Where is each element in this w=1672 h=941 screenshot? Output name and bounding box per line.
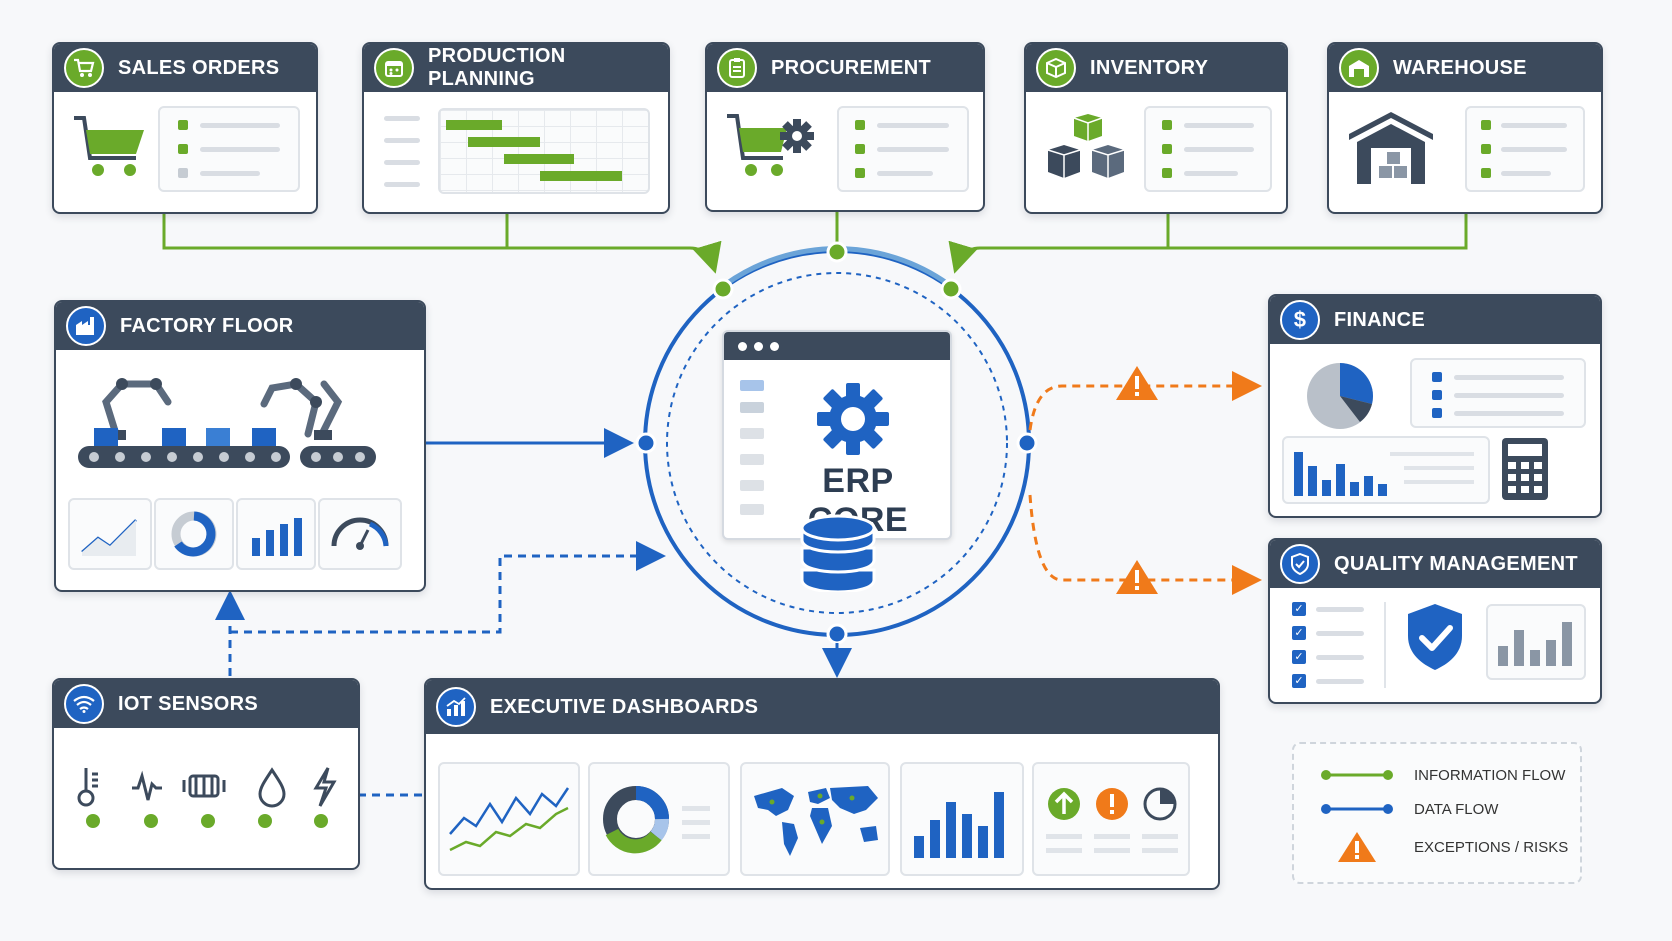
chart-icon [436, 687, 476, 727]
legend-exceptions: EXCEPTIONS / RISKS [1320, 830, 1568, 864]
card-title: INVENTORY [1090, 56, 1209, 79]
warehouse-icon [1339, 48, 1379, 88]
quality-bar-panel [1486, 604, 1586, 680]
warehouse-building-icon [1349, 112, 1433, 184]
line-trend-widget [438, 762, 580, 876]
inventory-card[interactable]: INVENTORY [1024, 42, 1288, 214]
finance-card[interactable]: $ FINANCE [1268, 294, 1602, 518]
gauge-widget [318, 498, 402, 570]
quality-shield-icon [1408, 604, 1462, 670]
shield-check-icon [1280, 544, 1320, 584]
world-map-widget [740, 762, 890, 876]
ledger-list-panel [1410, 358, 1586, 428]
factory-floor-card[interactable]: FACTORY FLOOR [54, 300, 426, 592]
donut-widget [154, 498, 234, 570]
production-planning-card[interactable]: PRODUCTION PLANNING [362, 42, 670, 214]
stock-list-panel [1144, 106, 1272, 192]
location-list-panel [1465, 106, 1585, 192]
procurement-card[interactable]: PROCUREMENT [705, 42, 985, 212]
dollar-icon: $ [1280, 300, 1320, 340]
factory-icon [66, 306, 106, 346]
card-title: QUALITY MANAGEMENT [1334, 552, 1578, 575]
clipboard-icon [717, 48, 757, 88]
boxes-icon [1047, 114, 1125, 178]
calculator-icon [1502, 438, 1548, 500]
legend: INFORMATION FLOW DATA FLOW EXCEPTIONS / … [1292, 742, 1582, 884]
sales-to-core-wire [162, 212, 722, 274]
card-title: IOT SENSORS [118, 692, 258, 715]
vendor-list-panel [837, 106, 969, 192]
warning-icon [1338, 832, 1376, 862]
box-icon [1036, 48, 1076, 88]
warehouse-card[interactable]: WAREHOUSE [1327, 42, 1603, 214]
core-inner-ring [666, 272, 1008, 614]
database-icon [800, 514, 876, 592]
bar-chart-widget [900, 762, 1024, 876]
wifi-icon [64, 684, 104, 724]
card-title: FINANCE [1334, 308, 1425, 331]
kpi-widget [1032, 762, 1190, 876]
iot-sensors-card[interactable]: IOT SENSORS [52, 678, 360, 870]
gear-icon [817, 383, 889, 455]
shopping-cart-icon [74, 116, 144, 176]
cart-gear-icon [727, 114, 814, 176]
warning-icon [1116, 560, 1158, 594]
donut-chart-widget [588, 762, 730, 876]
finance-bar-panel [1282, 436, 1490, 504]
executive-dashboards-card[interactable]: EXECUTIVE DASHBOARDS [424, 678, 1220, 890]
card-title: EXECUTIVE DASHBOARDS [490, 695, 759, 718]
warning-icon [1116, 366, 1158, 400]
card-title: WAREHOUSE [1393, 56, 1527, 79]
sensor-icons [77, 767, 337, 808]
sales-orders-card[interactable]: SALES ORDERS [52, 42, 318, 214]
order-list-panel [158, 106, 300, 192]
calendar-icon [374, 48, 414, 88]
quality-management-card[interactable]: QUALITY MANAGEMENT ✓ ✓ ✓ ✓ [1268, 538, 1602, 704]
trend-widget [68, 498, 152, 570]
gantt-chart [438, 108, 650, 194]
card-title: FACTORY FLOOR [120, 314, 294, 337]
pie-chart-icon [1307, 363, 1373, 429]
assembly-line-icon [78, 378, 376, 468]
card-title: PROCUREMENT [771, 56, 931, 79]
core-window-bar [724, 332, 950, 360]
cart-icon [64, 48, 104, 88]
erp-core[interactable] [722, 330, 952, 540]
legend-information-flow: INFORMATION FLOW [1320, 766, 1565, 784]
inventory-to-core-wire [948, 212, 1170, 274]
card-title: SALES ORDERS [118, 56, 280, 79]
legend-data-flow: DATA FLOW [1320, 800, 1498, 818]
bar-widget [236, 498, 316, 570]
card-title: PRODUCTION PLANNING [428, 45, 566, 90]
